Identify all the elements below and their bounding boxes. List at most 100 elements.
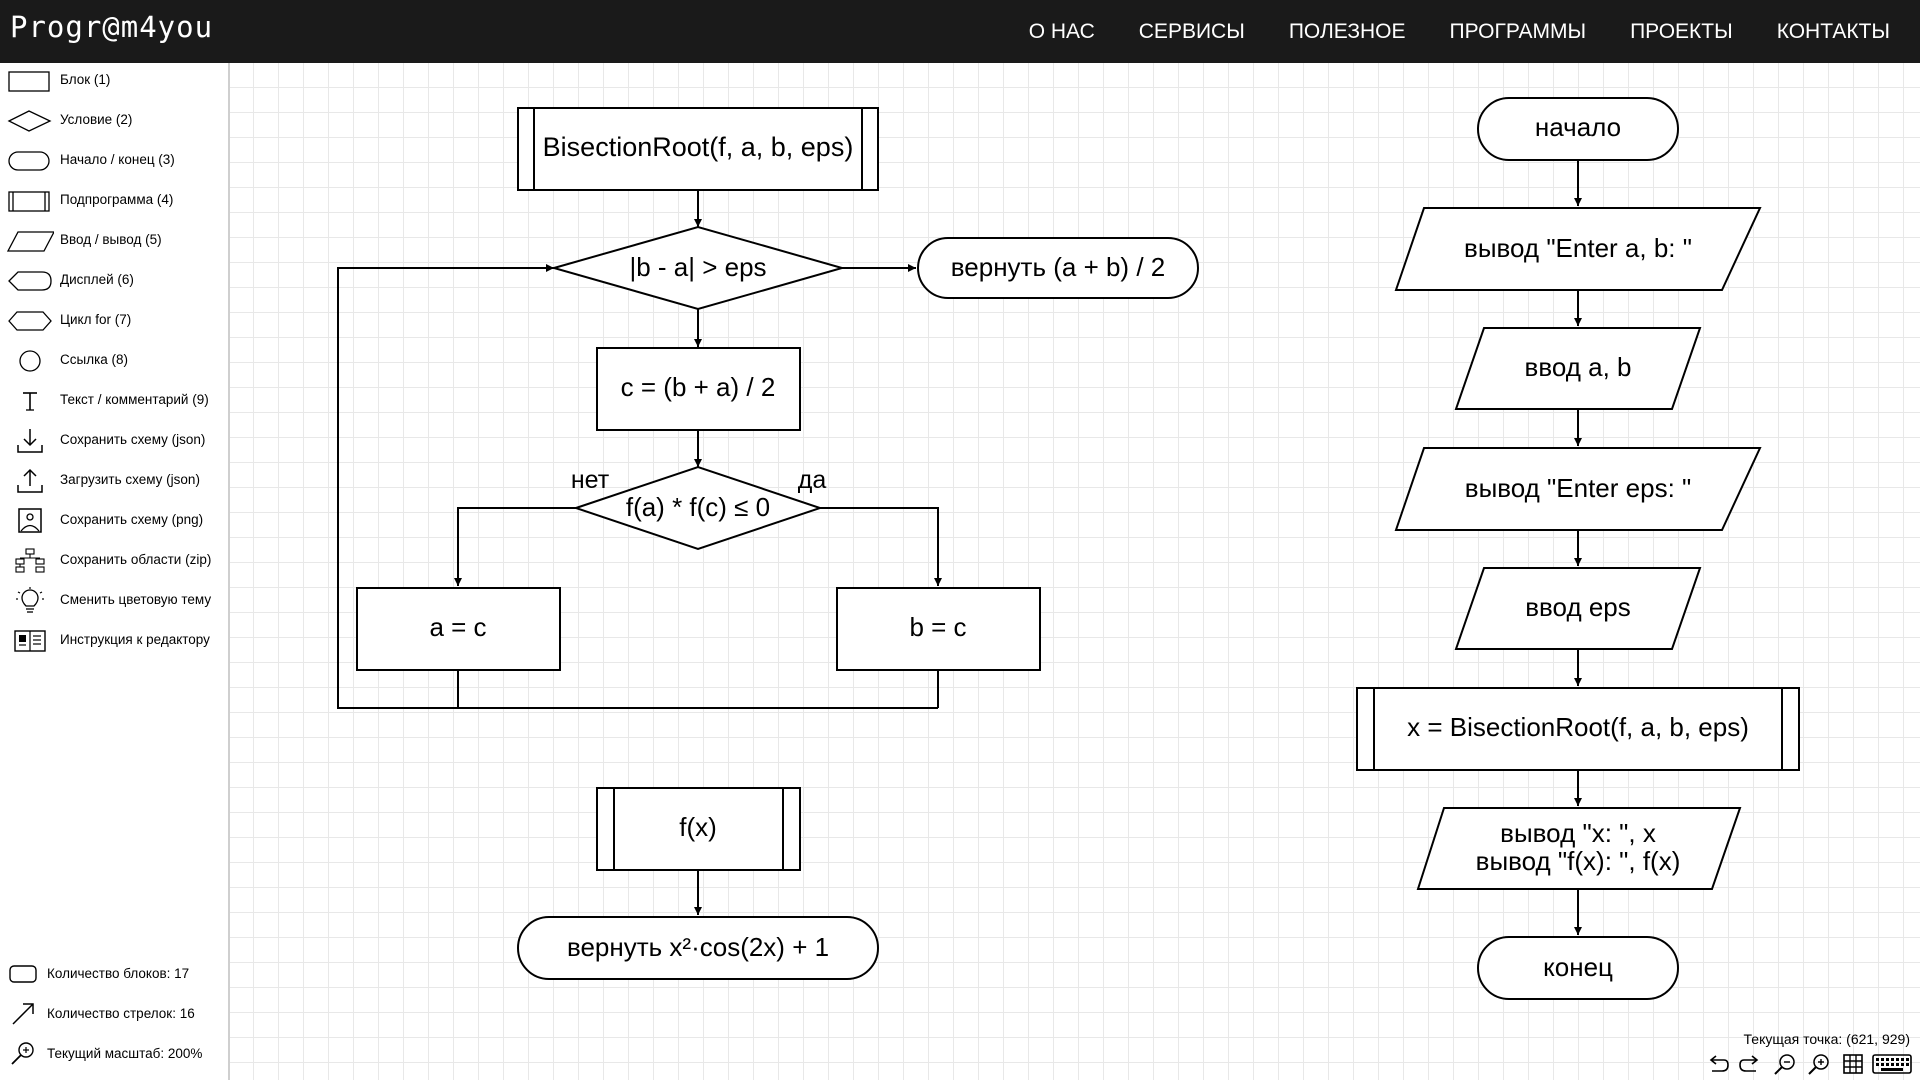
block-text: конец: [1543, 952, 1613, 982]
block-f-return[interactable]: вернуть x²·cos(2x) + 1: [517, 916, 879, 980]
tool-load-json[interactable]: Загрузить схему (json): [0, 463, 228, 499]
tool-display[interactable]: Дисплей (6): [0, 263, 228, 299]
connectors: [337, 160, 1582, 935]
image-icon: [18, 508, 42, 533]
block-text: ввод eps: [1525, 592, 1631, 622]
block-text: ввод a, b: [1525, 352, 1632, 382]
block-input-eps[interactable]: ввод eps: [1454, 567, 1702, 650]
zoom-in-button[interactable]: [1802, 1050, 1836, 1078]
tool-label: Инструкция к редактору: [60, 632, 210, 647]
tool-label: Сохранить схему (png): [60, 512, 204, 527]
nav-contacts[interactable]: КОНТАКТЫ: [1776, 19, 1890, 43]
nav-useful[interactable]: ПОЛЕЗНОЕ: [1288, 19, 1406, 43]
block-text-line1: вывод "x: ", x: [1500, 818, 1656, 848]
keyboard-shortcuts-button[interactable]: [1870, 1050, 1914, 1078]
tool-save-json[interactable]: Сохранить схему (json): [0, 423, 228, 459]
tool-label: Начало / конец (3): [60, 152, 175, 167]
tool-condition[interactable]: Условие (2): [0, 103, 228, 139]
block-output-eps[interactable]: вывод "Enter eps: ": [1394, 447, 1762, 531]
top-navigation-bar: Progr@m4you О НАС СЕРВИСЫ ПОЛЕЗНОЕ ПРОГР…: [0, 0, 1920, 63]
block-text: BisectionRoot(f, a, b, eps): [543, 132, 854, 162]
block-assign-b[interactable]: b = c: [836, 587, 1041, 671]
display-icon: [8, 271, 52, 291]
link-icon: [19, 350, 41, 372]
tool-start-end[interactable]: Начало / конец (3): [0, 143, 228, 179]
nav-projects[interactable]: ПРОЕКТЫ: [1630, 19, 1733, 43]
block-count-icon: [9, 965, 37, 983]
upload-icon: [17, 468, 43, 493]
block-icon: [8, 71, 50, 92]
block-text: x = BisectionRoot(f, a, b, eps): [1407, 712, 1749, 742]
tool-label: Цикл for (7): [60, 312, 132, 327]
grid-icon: [1843, 1054, 1863, 1074]
block-output-ab[interactable]: вывод "Enter a, b: ": [1394, 207, 1762, 291]
block-sign-condition[interactable]: f(a) * f(c) ≤ 0: [572, 465, 824, 551]
arrow-count-text: Количество стрелок: 16: [47, 1006, 195, 1021]
tool-sidebar: Блок (1) Условие (2) Начало / конец (3) …: [0, 63, 230, 1080]
start-end-icon: [8, 151, 50, 171]
tool-for-loop[interactable]: Цикл for (7): [0, 303, 228, 339]
tool-save-zip[interactable]: Сохранить области (zip): [0, 543, 228, 579]
tool-label: Блок (1): [60, 72, 111, 87]
block-compute-c[interactable]: c = (b + a) / 2: [596, 347, 801, 431]
site-logo[interactable]: Progr@m4you: [10, 10, 214, 44]
diagram-canvas[interactable]: BisectionRoot(f, a, b, eps) |b - a| > ep…: [230, 63, 1920, 1080]
block-text: c = (b + a) / 2: [621, 372, 776, 402]
undo-button[interactable]: [1700, 1050, 1734, 1078]
text-icon: [23, 392, 37, 411]
undo-icon: [1709, 1055, 1729, 1072]
tool-editor-manual[interactable]: Инструкция к редактору: [0, 623, 228, 659]
block-text: a = c: [429, 612, 486, 642]
block-start[interactable]: начало: [1477, 97, 1679, 161]
block-text: f(x): [679, 812, 717, 842]
for-loop-icon: [8, 311, 52, 331]
nav-programs[interactable]: ПРОГРАММЫ: [1449, 19, 1587, 43]
keyboard-icon: [1872, 1054, 1912, 1074]
branch-label-yes: да: [798, 466, 827, 494]
block-text: f(a) * f(c) ≤ 0: [626, 492, 770, 522]
block-text: вывод "Enter eps: ": [1465, 473, 1692, 503]
tool-text-comment[interactable]: Текст / комментарий (9): [0, 383, 228, 419]
block-text-line2: вывод "f(x): ", f(x): [1476, 846, 1681, 876]
block-assign-a[interactable]: a = c: [356, 587, 561, 671]
zoom-text: Текущий масштаб: 200%: [47, 1046, 203, 1061]
tool-save-png[interactable]: Сохранить схему (png): [0, 503, 228, 539]
tool-label: Ввод / вывод (5): [60, 232, 162, 247]
nav-services[interactable]: СЕРВИСЫ: [1138, 19, 1245, 43]
block-f-header[interactable]: f(x): [596, 787, 801, 871]
block-return-mid[interactable]: вернуть (a + b) / 2: [917, 237, 1199, 299]
grid-toggle-button[interactable]: [1836, 1050, 1870, 1078]
tool-input-output[interactable]: Ввод / вывод (5): [0, 223, 228, 259]
tool-label: Сохранить схему (json): [60, 432, 206, 447]
tool-link[interactable]: Ссылка (8): [0, 343, 228, 379]
block-text: b = c: [909, 612, 966, 642]
block-text: начало: [1535, 112, 1621, 142]
block-loop-condition[interactable]: |b - a| > eps: [550, 225, 846, 311]
tool-label: Загрузить схему (json): [60, 472, 200, 487]
arrow-count-icon: [12, 1003, 34, 1025]
redo-button[interactable]: [1734, 1050, 1768, 1078]
block-bisection-header[interactable]: BisectionRoot(f, a, b, eps): [517, 107, 879, 191]
lightbulb-icon: [16, 587, 44, 613]
stat-arrow-count: Количество стрелок: 16: [0, 998, 228, 1030]
nav-about[interactable]: О НАС: [1028, 19, 1095, 43]
block-text: вернуть (a + b) / 2: [951, 252, 1165, 282]
tool-block[interactable]: Блок (1): [0, 63, 228, 99]
block-input-ab[interactable]: ввод a, b: [1454, 327, 1702, 410]
tool-label: Подпрограмма (4): [60, 192, 174, 207]
bottom-toolbar: [1700, 1050, 1914, 1078]
hierarchy-icon: [15, 548, 45, 573]
zoom-out-button[interactable]: [1768, 1050, 1802, 1078]
tool-change-theme[interactable]: Сменить цветовую тему: [0, 583, 228, 619]
zoom-in-icon: [1808, 1054, 1829, 1075]
block-call-bisection[interactable]: x = BisectionRoot(f, a, b, eps): [1356, 687, 1800, 771]
block-end[interactable]: конец: [1477, 936, 1679, 1000]
block-output-result[interactable]: вывод "x: ", x вывод "f(x): ", f(x): [1416, 807, 1742, 890]
branch-label-no: нет: [571, 466, 610, 494]
current-point-readout: Текущая точка: (621, 929): [1743, 1031, 1910, 1047]
tool-subroutine[interactable]: Подпрограмма (4): [0, 183, 228, 219]
block-text: вывод "Enter a, b: ": [1464, 233, 1692, 263]
subroutine-icon: [8, 191, 50, 212]
block-count-text: Количество блоков: 17: [47, 966, 190, 981]
tool-label: Сохранить области (zip): [60, 552, 212, 567]
